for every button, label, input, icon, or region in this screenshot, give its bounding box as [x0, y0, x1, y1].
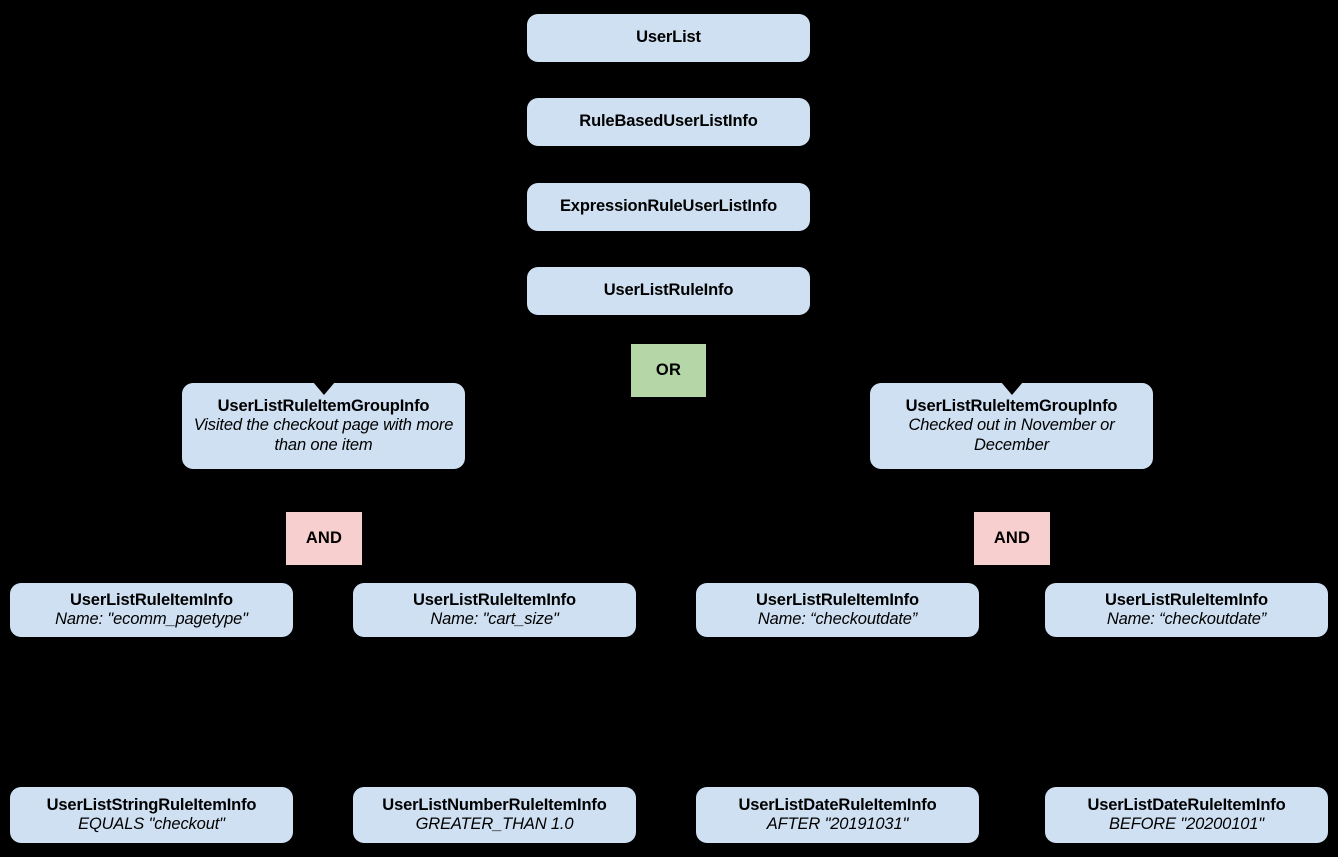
node-detail: Name: “checkoutdate”	[757, 610, 918, 628]
node-detail: GREATER_THAN 1.0	[415, 815, 574, 833]
node-rule-item-group-left[interactable]: UserListRuleItemGroupInfo Visited the ch…	[182, 382, 465, 469]
node-title: UserListRuleItemInfo	[756, 590, 919, 609]
node-title: RuleBasedUserListInfo	[579, 112, 758, 131]
node-detail: Name: "cart_size"	[430, 610, 559, 628]
operator-badge-and-right[interactable]: AND	[974, 512, 1050, 565]
arrow-head-icon	[1000, 382, 1023, 395]
node-title: UserListDateRuleItemInfo	[738, 795, 937, 814]
node-rule-item-2[interactable]: UserListRuleItemInfo Name: "cart_size"	[353, 583, 636, 637]
node-title: UserListRuleItemInfo	[413, 590, 576, 609]
node-rule-based-user-list-info[interactable]: RuleBasedUserListInfo	[527, 98, 810, 146]
operator-badge-or[interactable]: OR	[631, 344, 706, 397]
node-leaf-date-rule-after[interactable]: UserListDateRuleItemInfo AFTER "20191031…	[696, 787, 979, 843]
node-title: ExpressionRuleUserListInfo	[559, 197, 778, 216]
node-detail: BEFORE "20200101"	[1108, 815, 1264, 833]
node-title: UserListRuleItemInfo	[70, 590, 233, 609]
node-title: UserList	[636, 28, 701, 47]
node-title: UserListNumberRuleItemInfo	[382, 795, 607, 814]
node-leaf-date-rule-before[interactable]: UserListDateRuleItemInfo BEFORE "2020010…	[1045, 787, 1328, 843]
arrow-head-icon	[312, 382, 335, 395]
node-detail: Name: “checkoutdate”	[1106, 610, 1267, 628]
node-detail: Name: "ecomm_pagetype"	[55, 610, 248, 628]
operator-badge-and-left[interactable]: AND	[286, 512, 362, 565]
node-title: UserListRuleItemInfo	[1105, 590, 1268, 609]
node-detail: AFTER "20191031"	[766, 815, 909, 833]
node-description: Visited the checkout page with more than…	[193, 416, 454, 454]
node-rule-item-group-right[interactable]: UserListRuleItemGroupInfo Checked out in…	[870, 382, 1153, 469]
node-leaf-number-rule[interactable]: UserListNumberRuleItemInfo GREATER_THAN …	[353, 787, 636, 843]
node-user-list-rule-info[interactable]: UserListRuleInfo	[527, 267, 810, 315]
node-description: Checked out in November or December	[908, 416, 1115, 454]
node-user-list[interactable]: UserList	[527, 14, 810, 62]
node-title: UserListDateRuleItemInfo	[1087, 795, 1286, 814]
node-title: UserListRuleInfo	[603, 281, 734, 300]
node-title: UserListRuleItemGroupInfo	[905, 396, 1118, 415]
node-expression-rule-user-list-info[interactable]: ExpressionRuleUserListInfo	[527, 183, 810, 231]
node-title: UserListRuleItemGroupInfo	[217, 396, 430, 415]
node-rule-item-4[interactable]: UserListRuleItemInfo Name: “checkoutdate…	[1045, 583, 1328, 637]
node-detail: EQUALS "checkout"	[78, 815, 225, 833]
node-rule-item-3[interactable]: UserListRuleItemInfo Name: “checkoutdate…	[696, 583, 979, 637]
node-title: UserListStringRuleItemInfo	[46, 795, 257, 814]
node-leaf-string-rule[interactable]: UserListStringRuleItemInfo EQUALS "check…	[10, 787, 293, 843]
node-rule-item-1[interactable]: UserListRuleItemInfo Name: "ecomm_pagety…	[10, 583, 293, 637]
